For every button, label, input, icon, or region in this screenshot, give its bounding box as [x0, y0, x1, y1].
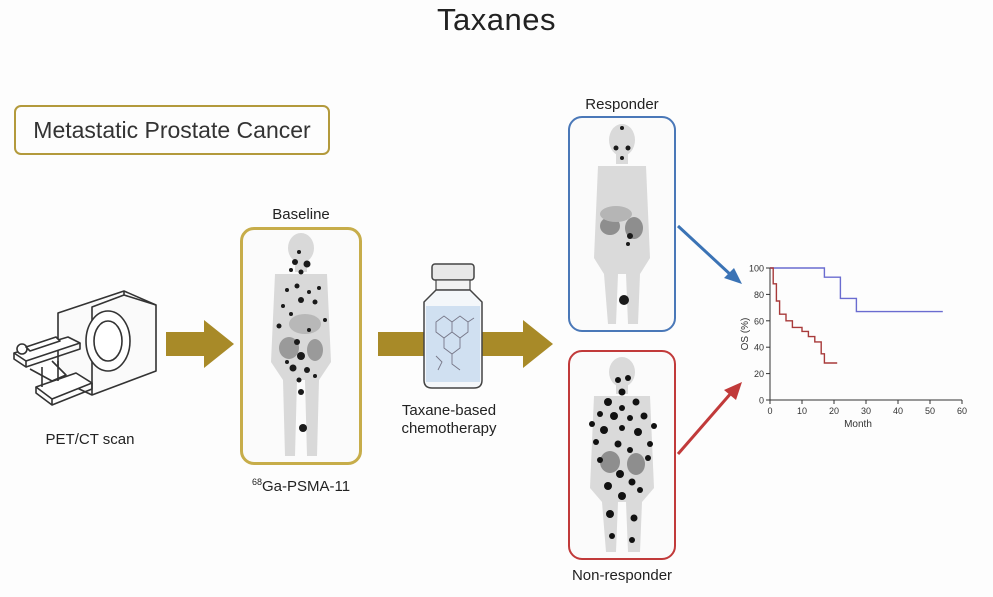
tracer-label: 68Ga-PSMA-11 [240, 477, 362, 495]
tracer-label-isotope: 68 [252, 477, 262, 487]
chemotherapy-vial-icon [418, 262, 488, 392]
y-tick-label: 60 [754, 316, 764, 326]
responder-label: Responder [568, 96, 676, 113]
x-axis-label: Month [844, 419, 872, 430]
tracer-label-main: Ga-PSMA-11 [262, 478, 350, 495]
y-tick-label: 40 [754, 343, 764, 353]
pet-ct-scan-label: PET/CT scan [20, 431, 160, 448]
non-responder-label: Non-responder [556, 567, 688, 584]
y-tick-label: 100 [749, 264, 764, 274]
x-tick-label: 0 [767, 406, 772, 416]
y-tick-label: 0 [759, 396, 764, 406]
km-series-line-1 [770, 268, 943, 312]
pet-ct-scanner-icon [6, 283, 166, 413]
x-tick-label: 50 [925, 406, 935, 416]
therapy-label-line2: chemotherapy [385, 420, 513, 438]
therapy-label-line1: Taxane-based [385, 402, 513, 420]
x-tick-label: 30 [861, 406, 871, 416]
y-tick-label: 20 [754, 369, 764, 379]
x-tick-label: 40 [893, 406, 903, 416]
x-tick-label: 20 [829, 406, 839, 416]
responder-pet-scan-image [568, 116, 676, 332]
metastatic-prostate-cancer-box: Metastatic Prostate Cancer [14, 105, 330, 155]
arrow-right-icon [166, 320, 234, 368]
slide-title: Taxanes [0, 2, 993, 38]
baseline-pet-scan-image [240, 227, 362, 465]
non-responder-pet-scan-image [568, 350, 676, 560]
x-tick-label: 60 [957, 406, 967, 416]
y-tick-label: 80 [754, 290, 764, 300]
therapy-label: Taxane-based chemotherapy [385, 402, 513, 438]
km-series-line-2 [770, 268, 837, 363]
y-axis-label: OS (%) [740, 318, 751, 351]
baseline-label: Baseline [240, 206, 362, 223]
x-tick-label: 10 [797, 406, 807, 416]
